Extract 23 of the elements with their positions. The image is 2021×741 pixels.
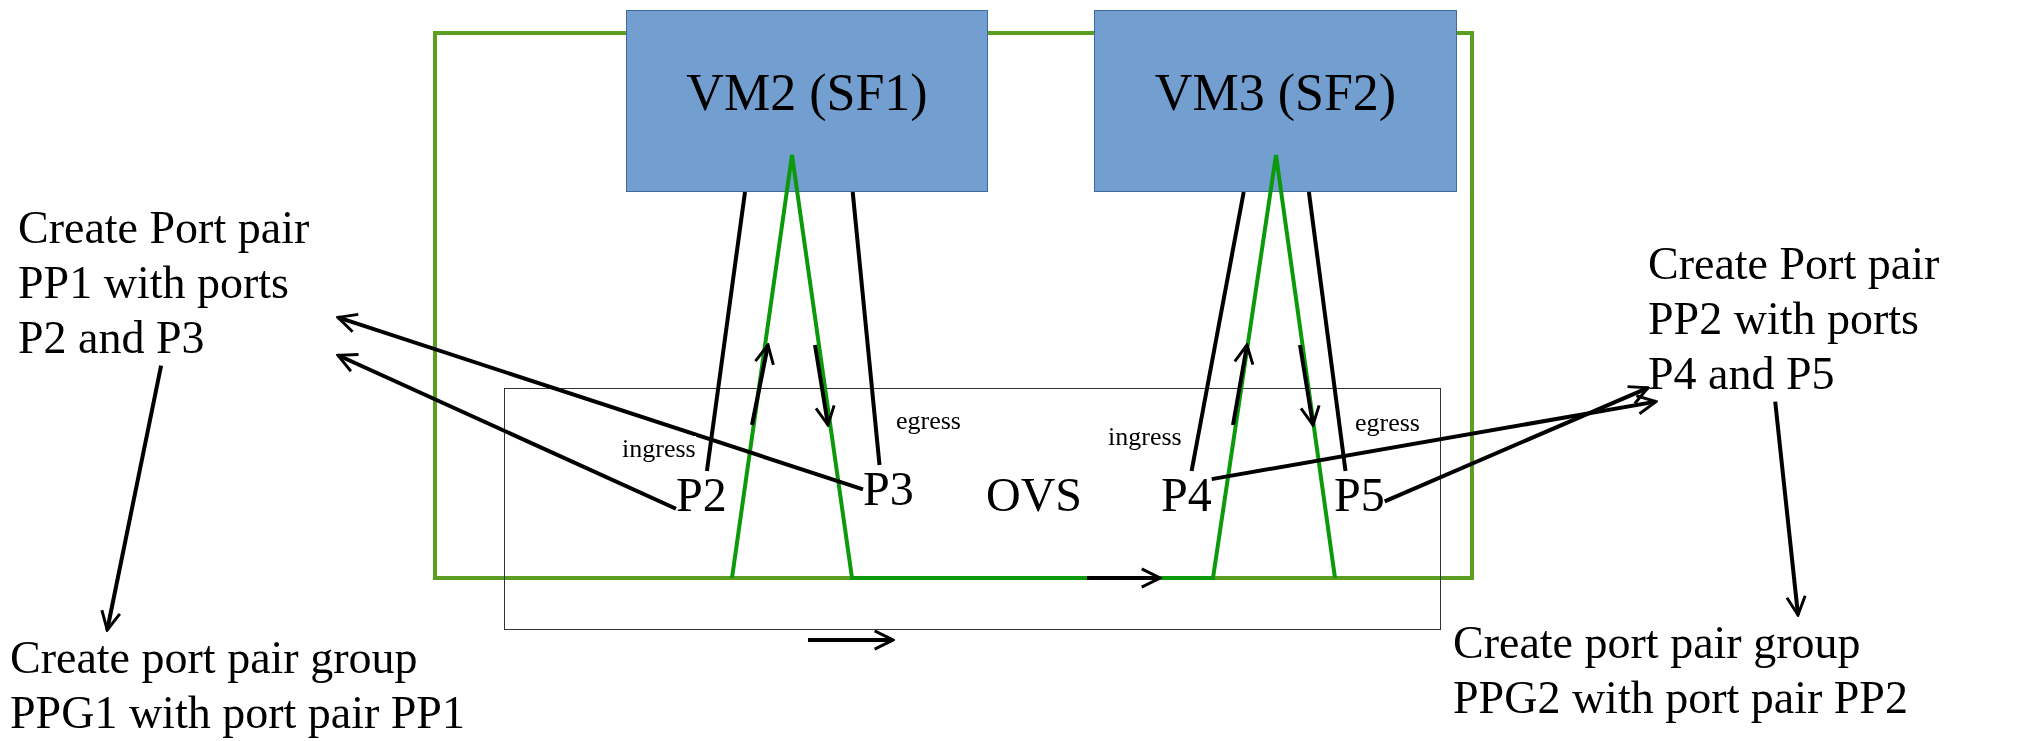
- switch-box: [504, 388, 1441, 630]
- port-label: P5: [1334, 471, 1385, 519]
- edge-label: ingress: [622, 436, 696, 462]
- connector-line: [1306, 191, 1348, 472]
- connector-line: [850, 191, 882, 466]
- switch-label: OVS: [986, 471, 1083, 519]
- port-label: P4: [1161, 471, 1212, 519]
- connector-line: [1189, 191, 1246, 472]
- arrow: [1383, 385, 1650, 504]
- step-note: Create Port pair PP2 with ports P4 and P5: [1648, 236, 1968, 402]
- arrow: [100, 365, 164, 632]
- connector-line: [704, 191, 747, 472]
- vm-box: VM3 (SF2): [1094, 10, 1457, 192]
- arrow: [1211, 394, 1658, 482]
- arrow: [336, 353, 677, 511]
- step-note: Create port pair group PPG1 with port pair PP1: [10, 630, 480, 741]
- port-label: P3: [863, 465, 914, 513]
- step-note: Create port pair group PPG2 with port pair PP2: [1453, 615, 1923, 726]
- port-label: P2: [676, 471, 727, 519]
- arrow: [1773, 401, 1807, 617]
- vm-box: VM2 (SF1): [626, 10, 988, 192]
- arrow: [336, 312, 864, 492]
- step-note: Create Port pair PP1 with ports P2 and P3: [18, 200, 338, 366]
